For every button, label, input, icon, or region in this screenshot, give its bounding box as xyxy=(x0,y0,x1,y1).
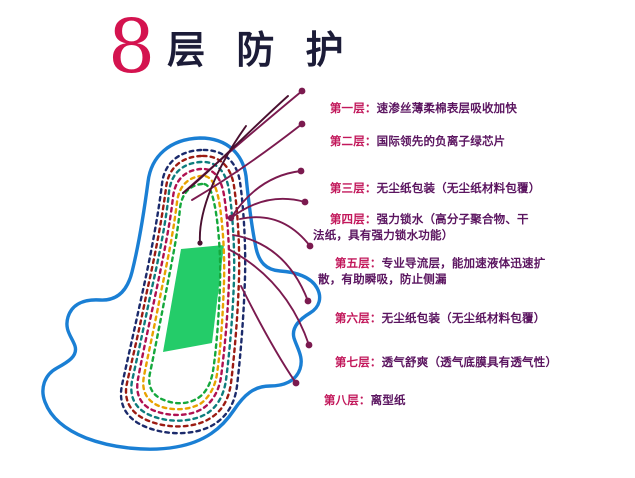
layer-label-5: 第五层：专业导流层，能加速液体迅速扩 散，有助瞬吸，防止侧漏 xyxy=(318,239,628,303)
layer-label-7-prefix: 第七层： xyxy=(334,355,382,369)
leader-dot-4 xyxy=(301,198,309,206)
page-title: 8 层 防 护 xyxy=(108,8,353,84)
layer-label-1-prefix: 第一层： xyxy=(329,101,377,115)
leader-line-6 xyxy=(232,234,309,302)
layer-label-1: 第一层：速渗丝薄柔棉表层吸收加快 xyxy=(313,84,517,132)
layer-label-8: 第八层：离型纸 xyxy=(307,376,406,424)
leader-anchor-dot-b xyxy=(197,240,203,246)
leader-line-2 xyxy=(191,123,303,201)
layer-label-3-prefix: 第三层： xyxy=(329,181,377,195)
layer-label-3-body: 无尘纸包装（无尘纸材料包覆） xyxy=(376,181,541,195)
layer-label-4-body: 强力锁水（高分子聚合物、干 法纸，具有强力锁水功能） xyxy=(313,212,529,242)
leader-line-deep-b xyxy=(198,125,247,244)
dotted-contour-crimson xyxy=(136,167,231,417)
layer-label-7-body: 透气舒爽（透气底膜具有透气性） xyxy=(381,355,558,369)
leader-dot-2 xyxy=(298,120,306,128)
layer-label-4: 第四层：强力锁水（高分子聚合物、干 法纸，具有强力锁水功能） xyxy=(313,195,613,259)
leader-line-3 xyxy=(230,170,302,219)
leader-anchor-dot-a xyxy=(227,214,235,222)
leader-dot-6 xyxy=(304,297,312,305)
title-text: 层 防 护 xyxy=(167,28,353,72)
leader-line-1 xyxy=(182,90,303,194)
green-core-panel xyxy=(163,245,224,352)
leader-lines-group xyxy=(182,90,311,384)
layer-label-2-prefix: 第二层： xyxy=(329,134,377,148)
dotted-contour-green xyxy=(148,182,222,405)
layer-label-2-body: 国际领先的负离子绿芯片 xyxy=(376,134,506,148)
leader-dots-group xyxy=(197,87,314,387)
dotted-contour-gold xyxy=(142,174,226,411)
leader-dot-7 xyxy=(305,341,313,349)
layer-label-6-body: 无尘纸包装（无尘纸材料包覆） xyxy=(381,311,546,325)
title-number-8: 8 xyxy=(108,4,156,90)
leader-dot-8 xyxy=(292,379,300,387)
dotted-contour-teal xyxy=(130,160,236,422)
leader-dot-3 xyxy=(297,167,305,175)
layer-label-8-body: 离型纸 xyxy=(370,393,406,407)
layer-label-1-body: 速渗丝薄柔棉表层吸收加快 xyxy=(376,101,518,115)
dotted-contour-darkred xyxy=(124,154,241,428)
leader-line-4 xyxy=(230,197,306,219)
layer-label-7: 第七层：透气舒爽（透气底膜具有透气性） xyxy=(318,338,557,386)
leader-line-7 xyxy=(229,249,310,346)
dotted-contour-navy xyxy=(119,148,247,435)
layer-label-5-body: 专业导流层，能加速液体迅速扩 散，有助瞬吸，防止侧漏 xyxy=(318,256,546,286)
layer-label-6: 第六层：无尘纸包装（无尘纸材料包覆） xyxy=(318,294,545,342)
layer-label-2: 第二层：国际领先的负离子绿芯片 xyxy=(313,117,505,165)
layer-label-5-prefix: 第五层： xyxy=(334,256,382,270)
blue-pad-outline xyxy=(41,136,322,451)
leader-line-5 xyxy=(239,216,311,247)
layer-label-3: 第三层：无尘纸包装（无尘纸材料包覆） xyxy=(313,164,540,212)
layer-label-6-prefix: 第六层： xyxy=(334,311,382,325)
leader-dot-1 xyxy=(298,87,306,95)
leader-line-8 xyxy=(240,285,297,384)
layer-label-8-prefix: 第八层： xyxy=(323,393,371,407)
layer-label-4-prefix: 第四层： xyxy=(329,212,377,226)
leader-line-deep-a xyxy=(182,95,289,194)
